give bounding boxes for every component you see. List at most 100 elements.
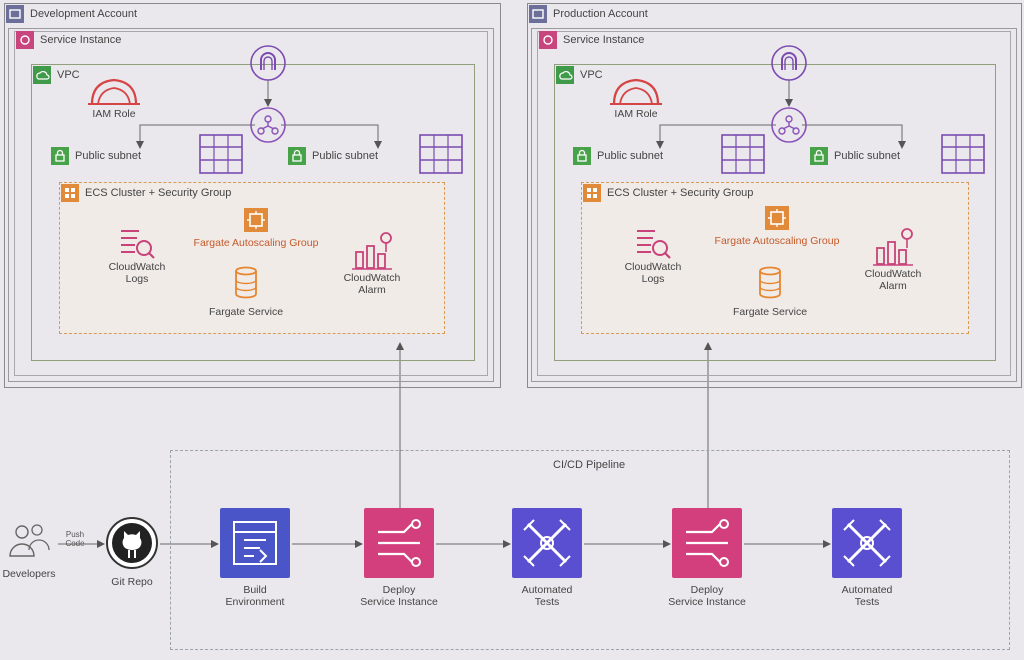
vpc-icon — [33, 66, 51, 84]
subnet-lock-icon — [51, 147, 69, 165]
prod-account-group — [527, 3, 1022, 388]
prod-cloudwatch-alarm-line2: Alarm — [879, 280, 907, 292]
deploy-tile-2 — [672, 508, 742, 578]
tests-1-line2: Tests — [534, 596, 560, 608]
prod-account-header: Production Account — [529, 5, 648, 23]
dev-account-inner-border — [8, 28, 494, 382]
prod-vpc-header: VPC — [556, 66, 603, 84]
prod-iam-role-label: IAM Role — [614, 108, 658, 120]
vpc-icon — [556, 66, 574, 84]
tests-2-line1: Automated — [841, 584, 893, 596]
dev-ecs-label: ECS Cluster + Security Group — [85, 187, 232, 199]
push-code-line2: Code — [65, 539, 85, 548]
dev-public-subnet-2-label: Public subnet — [312, 150, 379, 162]
account-icon — [6, 5, 24, 23]
prod-public-subnet-2: Public subnet — [810, 147, 900, 165]
dev-autoscaling-label: Fargate Autoscaling Group — [193, 237, 319, 249]
prod-cloudwatch-logs-line2: Logs — [641, 273, 665, 285]
dev-cloudwatch-logs-line1: CloudWatch — [108, 261, 166, 273]
cicd-pipeline-label: CI/CD Pipeline — [553, 459, 626, 471]
dev-vpc-group — [31, 64, 475, 361]
prod-account-inner-border — [531, 28, 1017, 382]
cloudwatch-alarm-icon — [873, 228, 913, 266]
dev-cloudwatch-logs: CloudWatch Logs — [97, 227, 177, 285]
deploy-service-instance-1 — [364, 508, 434, 578]
dev-public-subnet-1: Public subnet — [51, 147, 141, 165]
subnet-lock-icon — [810, 147, 828, 165]
dev-account-label: Development Account — [30, 8, 138, 20]
route-table-icon — [199, 134, 243, 174]
build-environment — [220, 508, 290, 578]
dev-subnet-2-table — [419, 134, 463, 174]
tests-tile-2 — [832, 508, 902, 578]
service-instance-icon — [16, 31, 34, 49]
automated-tests-2 — [832, 508, 902, 578]
codebuild-icon — [233, 521, 277, 565]
prod-cloudwatch-alarm-line1: CloudWatch — [864, 268, 922, 280]
dev-public-subnet-2: Public subnet — [288, 147, 378, 165]
deploy-1-line1: Deploy — [382, 584, 416, 596]
dev-subnet-1-table — [199, 134, 243, 174]
prod-service-instance-header: Service Instance — [539, 31, 644, 49]
deploy-2-line2: Service Instance — [668, 596, 746, 608]
subnet-lock-icon — [288, 147, 306, 165]
prod-public-subnet-1: Public subnet — [573, 147, 663, 165]
dev-fargate-service: Fargate Service — [196, 266, 296, 318]
service-instance-icon — [539, 31, 557, 49]
prod-router — [770, 106, 808, 144]
dev-vpc-header: VPC — [33, 66, 80, 84]
dev-iam-role-label: IAM Role — [92, 108, 136, 120]
prod-cloudwatch-alarm: CloudWatch Alarm — [853, 226, 933, 292]
dev-internet-gateway — [249, 44, 287, 82]
dev-cloudwatch-alarm: CloudWatch Alarm — [332, 230, 412, 296]
prod-cloudwatch-logs: CloudWatch Logs — [613, 227, 693, 285]
build-environment-caption: Build Environment — [205, 584, 305, 608]
ecs-cluster-icon — [61, 184, 79, 202]
build-environment-line2: Environment — [225, 596, 285, 608]
cicd-pipeline-group — [170, 450, 1010, 650]
automated-tests-icon — [843, 519, 891, 567]
prod-iam-role: IAM Role — [606, 74, 666, 120]
prod-account-label: Production Account — [553, 8, 648, 20]
prod-cloudwatch-logs-line1: CloudWatch — [624, 261, 682, 273]
dev-fargate-service-label: Fargate Service — [208, 306, 284, 318]
prod-autoscaling-group: Fargate Autoscaling Group — [697, 206, 857, 247]
dev-public-subnet-1-label: Public subnet — [75, 150, 142, 162]
iam-role-icon — [610, 78, 662, 105]
dev-cloudwatch-logs-line2: Logs — [125, 273, 149, 285]
tests-1-line1: Automated — [521, 584, 573, 596]
automated-tests-2-caption: Automated Tests — [817, 584, 917, 608]
prod-public-subnet-2-label: Public subnet — [834, 150, 901, 162]
deploy-icon — [378, 519, 421, 567]
iam-role-icon — [88, 78, 140, 105]
dev-account-group — [4, 3, 501, 388]
dev-service-instance-header: Service Instance — [16, 31, 121, 49]
prod-service-instance-label: Service Instance — [563, 34, 645, 46]
push-code-line1: Push — [65, 530, 85, 539]
prod-fargate-service-label: Fargate Service — [732, 306, 808, 318]
deploy-2-line1: Deploy — [690, 584, 724, 596]
deploy-service-instance-1-caption: Deploy Service Instance — [339, 584, 459, 608]
prod-subnet-1-table — [721, 134, 765, 174]
prod-service-instance-group — [537, 31, 1011, 376]
dev-ecs-cluster-group — [59, 182, 445, 334]
ecs-cluster-icon — [583, 184, 601, 202]
subnet-lock-icon — [573, 147, 591, 165]
dev-cloudwatch-alarm-line1: CloudWatch — [343, 272, 401, 284]
push-code-label: Push Code — [60, 530, 90, 548]
developers: Developers — [0, 518, 58, 580]
route-table-icon — [419, 134, 463, 174]
deploy-icon — [686, 519, 729, 567]
router-icon — [771, 107, 807, 143]
dev-service-instance-group — [14, 31, 488, 376]
prod-vpc-label: VPC — [580, 69, 603, 81]
build-environment-tile — [220, 508, 290, 578]
prod-public-subnet-1-label: Public subnet — [597, 150, 664, 162]
deploy-service-instance-2-caption: Deploy Service Instance — [647, 584, 767, 608]
dev-service-instance-label: Service Instance — [40, 34, 122, 46]
dev-account-header: Development Account — [6, 5, 137, 23]
router-icon — [250, 107, 286, 143]
dev-cloudwatch-alarm-line2: Alarm — [358, 284, 386, 296]
prod-subnet-2-table — [941, 134, 985, 174]
dev-autoscaling-group: Fargate Autoscaling Group — [176, 208, 336, 249]
